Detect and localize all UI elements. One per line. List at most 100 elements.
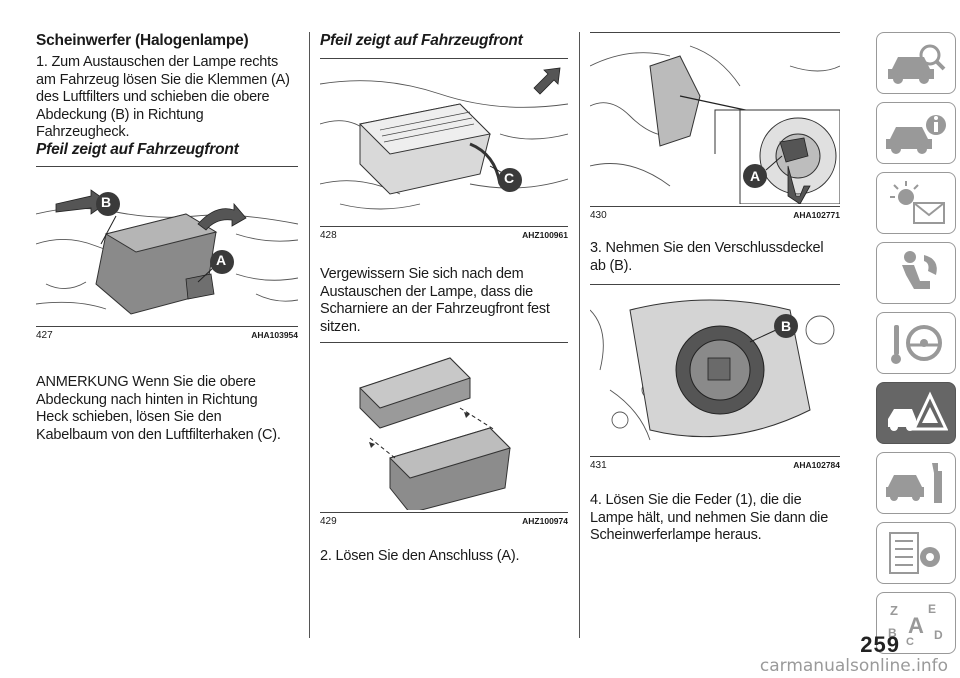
figure-bottom-rule bbox=[590, 456, 840, 457]
figure-427-illustration: B A bbox=[36, 174, 298, 324]
figure-number: 431 bbox=[590, 460, 607, 471]
figure-subheading: Pfeil zeigt auf Fahrzeugfront bbox=[320, 32, 523, 49]
text-line: Heck schieben, lösen Sie den bbox=[36, 409, 222, 425]
page-number: 259 bbox=[860, 632, 900, 657]
figure-caption: 427 AHA103954 bbox=[36, 330, 298, 341]
figure-caption: 429 AHZ100974 bbox=[320, 516, 568, 527]
specs-gear-icon bbox=[889, 532, 940, 574]
text-line: Fahrzeugheck. bbox=[36, 124, 130, 140]
tab-airbag-seat[interactable] bbox=[876, 242, 956, 304]
figure-bottom-rule bbox=[320, 512, 568, 513]
instruction-step-4: 4. Lösen Sie die Feder (1), die die Lamp… bbox=[590, 492, 850, 545]
car-search-icon bbox=[888, 44, 946, 84]
text-line: am Fahrzeug lösen Sie die Klemmen (A) bbox=[36, 71, 290, 88]
section-heading: Scheinwerfer (Halogenlampe) bbox=[36, 32, 249, 49]
callout-label-b: B bbox=[101, 194, 112, 210]
svg-text:C: C bbox=[906, 636, 914, 647]
instruction-paragraph: Vergewissern Sie sich nach dem Austausch… bbox=[320, 266, 570, 336]
figure-code: AHA102771 bbox=[793, 210, 840, 220]
car-service-icon bbox=[886, 463, 942, 503]
text-line: Scharniere an der Fahrzeugfront fest bbox=[320, 301, 550, 317]
figure-code: AHZ100974 bbox=[522, 516, 568, 526]
tab-car-info[interactable] bbox=[876, 102, 956, 164]
breakdown-warning-icon bbox=[888, 391, 948, 431]
figure-top-rule bbox=[36, 166, 298, 167]
text-line: Abdeckung nach hinten in Richtung bbox=[36, 391, 258, 408]
figure-431: B 431 AHA102784 bbox=[590, 284, 840, 474]
text-line: Kabelbaum von den Luftfilterhaken (C). bbox=[36, 426, 281, 443]
engine-bay-drawing bbox=[320, 67, 568, 210]
figure-number: 430 bbox=[590, 210, 607, 221]
text-line: Austauschen der Lampe, dass die bbox=[320, 283, 534, 300]
figure-code: AHA102784 bbox=[793, 460, 840, 470]
svg-text:D: D bbox=[934, 628, 943, 642]
callout-label-c: C bbox=[504, 170, 515, 186]
figure-top-rule bbox=[320, 342, 568, 343]
callout-label-a: A bbox=[216, 252, 227, 268]
text-line: des Luftfilters und schieben die obere bbox=[36, 89, 270, 105]
callout-label-b: B bbox=[781, 318, 792, 334]
instruction-step-1: 1. Zum Austauschen der Lampe rechts am F… bbox=[36, 54, 306, 142]
figure-bottom-rule bbox=[590, 206, 840, 207]
figure-427: B A 427 AHA103954 bbox=[36, 166, 298, 356]
tab-specs-gear[interactable] bbox=[876, 522, 956, 584]
figure-caption: 430 AHA102771 bbox=[590, 210, 840, 221]
figure-bottom-rule bbox=[320, 226, 568, 227]
tab-car-service[interactable] bbox=[876, 452, 956, 514]
text-line: Lampe hält, und nehmen Sie dann die bbox=[590, 509, 829, 526]
tab-dashboard-lights[interactable] bbox=[876, 172, 956, 234]
figure-428: C 428 AHZ100961 bbox=[320, 58, 568, 248]
tab-alphabet-index[interactable]: Z E B A D C bbox=[876, 592, 956, 654]
instruction-step-3: 3. Nehmen Sie den Verschlussdeckel ab (B… bbox=[590, 240, 850, 275]
instruction-step-2: 2. Lösen Sie den Anschluss (A). bbox=[320, 548, 520, 564]
figure-caption: 428 AHZ100961 bbox=[320, 230, 568, 241]
figure-429: 429 AHZ100974 bbox=[320, 342, 568, 532]
svg-text:E: E bbox=[928, 602, 936, 616]
figure-number: 429 bbox=[320, 516, 337, 527]
figure-top-rule bbox=[320, 58, 568, 59]
car-info-icon bbox=[886, 115, 946, 154]
callout-label-a: A bbox=[750, 168, 761, 184]
column-divider-1 bbox=[309, 32, 310, 638]
figure-code: AHZ100961 bbox=[522, 230, 568, 240]
figure-caption: 431 AHA102784 bbox=[590, 460, 840, 471]
figure-430-illustration: A bbox=[590, 36, 840, 204]
figure-430: A 430 AHA102771 bbox=[590, 32, 840, 222]
air-filter-cover-drawing bbox=[36, 189, 298, 315]
figure-number: 427 bbox=[36, 330, 53, 341]
text-line: Abdeckung (B) in Richtung bbox=[36, 106, 204, 123]
figure-429-illustration bbox=[320, 348, 568, 510]
text-line: ab (B). bbox=[590, 257, 633, 274]
figure-top-rule bbox=[590, 284, 840, 285]
headlamp-cover-drawing bbox=[590, 299, 835, 441]
headlamp-connector-drawing bbox=[590, 45, 840, 204]
dashboard-lights-icon bbox=[890, 181, 945, 224]
figure-code: AHA103954 bbox=[251, 330, 298, 340]
svg-text:A: A bbox=[908, 613, 924, 638]
figure-number: 428 bbox=[320, 230, 337, 241]
text-line: 1. Zum Austauschen der Lampe rechts bbox=[36, 54, 279, 70]
text-line: 4. Lösen Sie die Feder (1), die die bbox=[590, 492, 802, 508]
watermark: carmanualsonline.info bbox=[759, 656, 948, 676]
tab-steering-key[interactable] bbox=[876, 312, 956, 374]
airbag-seat-icon bbox=[902, 251, 937, 289]
figure-428-illustration: C bbox=[320, 64, 568, 224]
alphabet-index-icon: Z E B A D C bbox=[888, 602, 943, 647]
figure-subheading: Pfeil zeigt auf Fahrzeugfront bbox=[36, 141, 239, 158]
text-line: Vergewissern Sie sich nach dem bbox=[320, 266, 524, 282]
text-line: ANMERKUNG Wenn Sie die obere bbox=[36, 374, 256, 390]
figure-bottom-rule bbox=[36, 326, 298, 327]
steering-key-icon bbox=[891, 325, 942, 364]
air-filter-box-open-drawing bbox=[359, 357, 511, 510]
text-line: sitzen. bbox=[320, 318, 361, 335]
tab-car-search[interactable] bbox=[876, 32, 956, 94]
svg-text:Z: Z bbox=[890, 603, 898, 618]
text-line: 3. Nehmen Sie den Verschlussdeckel bbox=[590, 240, 824, 256]
figure-top-rule bbox=[590, 32, 840, 33]
text-line: Scheinwerferlampe heraus. bbox=[590, 527, 762, 543]
figure-431-illustration: B bbox=[590, 290, 840, 454]
column-divider-2 bbox=[579, 32, 580, 638]
tab-breakdown-warning[interactable] bbox=[876, 382, 956, 444]
note-paragraph: ANMERKUNG Wenn Sie die obere Abdeckung n… bbox=[36, 374, 306, 444]
svg-text:B: B bbox=[888, 626, 897, 640]
